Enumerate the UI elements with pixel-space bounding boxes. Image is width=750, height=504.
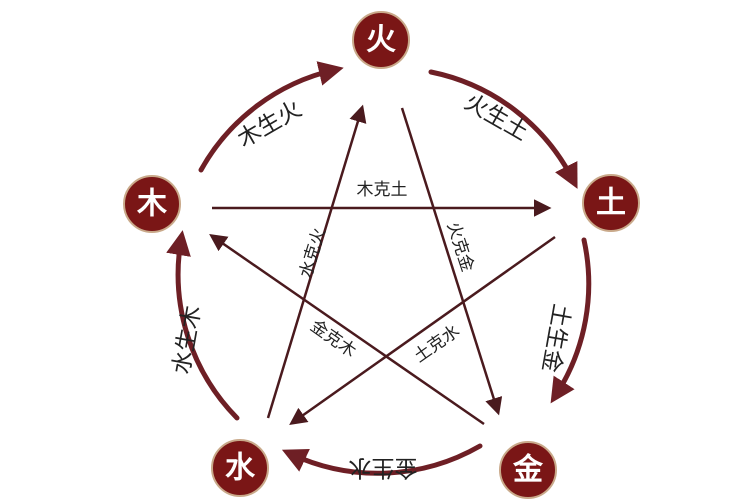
star-line-fire-metal [400,107,503,416]
element-earth-label: 土 [596,186,626,221]
label-metal-generates-water: 金生水 [349,455,418,481]
element-fire-label: 火 [366,23,396,58]
generating-labels: 木生火 火生土 土生金 金生水 水生木 [169,89,575,480]
element-wood: 木 [123,175,181,233]
element-metal: 金 [499,441,557,499]
arc-water-wood [166,230,240,421]
label-wood-generates-fire: 木生火 [233,96,306,153]
star-line-water-fire [266,104,367,419]
arc-metal-water [281,443,483,476]
arc-earth-metal [550,237,592,404]
label-fire-overcomes-metal: 火克金 [443,220,478,275]
label-earth-overcomes-water: 土克水 [410,321,463,367]
element-wood-label: 木 [136,187,167,222]
element-water-label: 水 [225,451,256,486]
element-badges: 火 土 金 水 木 [123,11,640,499]
label-metal-overcomes-wood: 金克木 [306,316,359,362]
arc-fire-earth [428,69,578,189]
overcoming-star [209,104,556,426]
star-line-earth-water [289,235,556,426]
generating-cycle [166,61,592,476]
element-water: 水 [211,439,269,497]
arc-wood-fire [198,61,344,173]
label-earth-generates-metal: 土生金 [537,302,575,374]
star-line-metal-wood [209,234,485,426]
label-water-overcomes-fire: 水克火 [296,226,330,281]
element-metal-label: 金 [512,453,544,488]
label-wood-overcomes-earth: 木克土 [357,180,408,200]
element-fire: 火 [352,11,410,69]
element-earth: 土 [582,174,640,232]
